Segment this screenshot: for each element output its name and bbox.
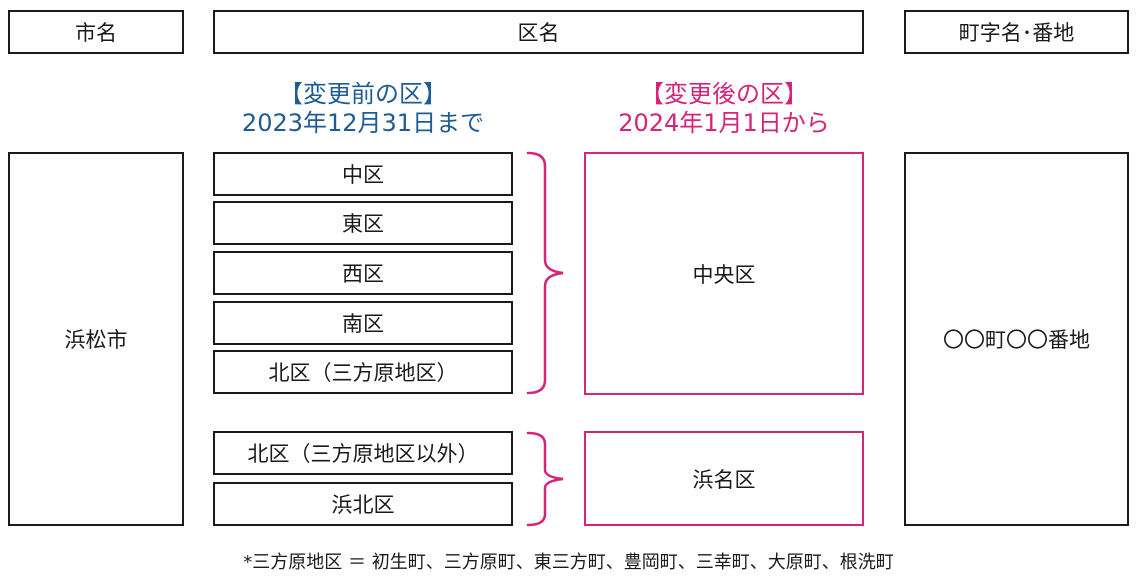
before-label-date: 2023年12月31日まで — [241, 109, 485, 137]
new-ward-box-hamana: 浜名区 — [584, 431, 864, 526]
old-ward-label: 北区（三方原地区） — [268, 361, 458, 385]
old-ward-box: 北区（三方原地区） — [213, 350, 513, 394]
new-ward-box-chuo: 中央区 — [584, 152, 864, 395]
city-name: 浜松市 — [64, 328, 128, 352]
old-ward-label: 東区 — [342, 212, 384, 236]
address-box: 〇〇町〇〇番地 — [904, 152, 1129, 526]
new-ward-label: 中央区 — [692, 262, 756, 287]
brace-hamana — [526, 431, 564, 527]
city-box: 浜松市 — [8, 152, 184, 526]
before-label: 【変更前の区】 2023年12月31日まで — [213, 80, 513, 138]
after-label-title: 【変更後の区】 — [640, 80, 808, 108]
header-ward-label: 区名 — [517, 21, 560, 45]
header-city-label: 市名 — [75, 21, 117, 45]
old-ward-box: 北区（三方原地区以外） — [213, 431, 513, 475]
old-ward-label: 南区 — [342, 312, 384, 336]
old-ward-box: 中区 — [213, 152, 513, 196]
old-ward-box: 浜北区 — [213, 482, 513, 526]
header-town-label: 町字名･番地 — [958, 21, 1075, 45]
old-ward-label: 中区 — [342, 163, 384, 187]
footnote: *三方原地区 ＝ 初生町、三方原町、東三方町、豊岡町、三幸町、大原町、根洗町 — [243, 552, 894, 573]
old-ward-box: 南区 — [213, 301, 513, 345]
after-label-date: 2024年1月1日から — [618, 109, 830, 137]
before-label-title: 【変更前の区】 — [279, 80, 447, 108]
new-ward-label: 浜名区 — [692, 467, 756, 492]
old-ward-box: 東区 — [213, 201, 513, 245]
old-ward-box: 西区 — [213, 251, 513, 295]
header-city: 市名 — [8, 10, 184, 54]
old-ward-label: 西区 — [342, 262, 384, 286]
brace-chuo — [526, 151, 564, 395]
address-text: 〇〇町〇〇番地 — [943, 328, 1090, 352]
old-ward-label: 北区（三方原地区以外） — [247, 442, 479, 466]
header-ward: 区名 — [213, 10, 864, 54]
old-ward-label: 浜北区 — [331, 493, 395, 517]
header-town: 町字名･番地 — [904, 10, 1129, 54]
after-label: 【変更後の区】 2024年1月1日から — [584, 80, 864, 138]
